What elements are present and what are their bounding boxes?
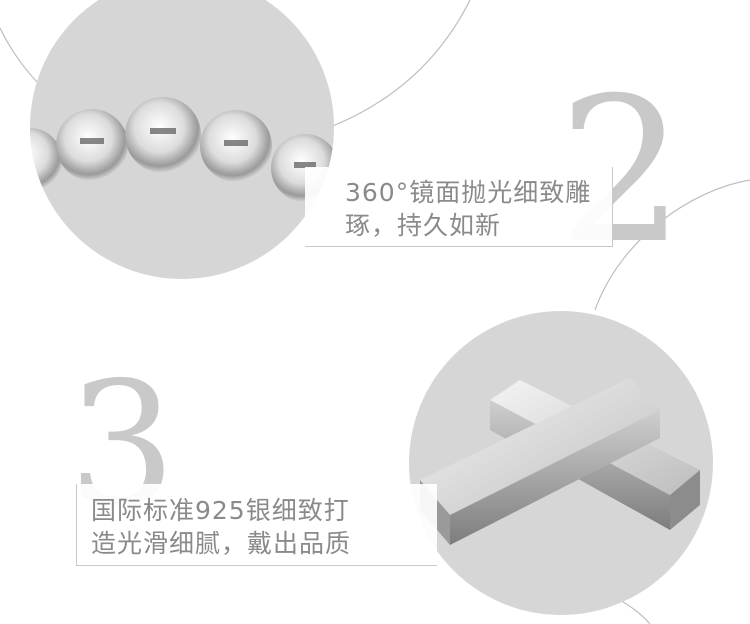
bead bbox=[30, 128, 62, 192]
caption-line: 360°镜面抛光细致雕 bbox=[345, 178, 592, 207]
feature-caption-silver-925: 国际标准925银细致打 造光滑细腻，戴出品质 bbox=[76, 484, 437, 566]
feature-caption-polish: 360°镜面抛光细致雕 琢，持久如新 bbox=[305, 167, 613, 247]
bead bbox=[125, 97, 201, 173]
bead bbox=[56, 109, 128, 181]
caption-line: 造光滑细腻，戴出品质 bbox=[91, 529, 352, 558]
front-bar bbox=[420, 378, 660, 515]
caption-line: 国际标准925银细致打 bbox=[91, 496, 350, 525]
caption-line: 琢，持久如新 bbox=[345, 211, 502, 240]
